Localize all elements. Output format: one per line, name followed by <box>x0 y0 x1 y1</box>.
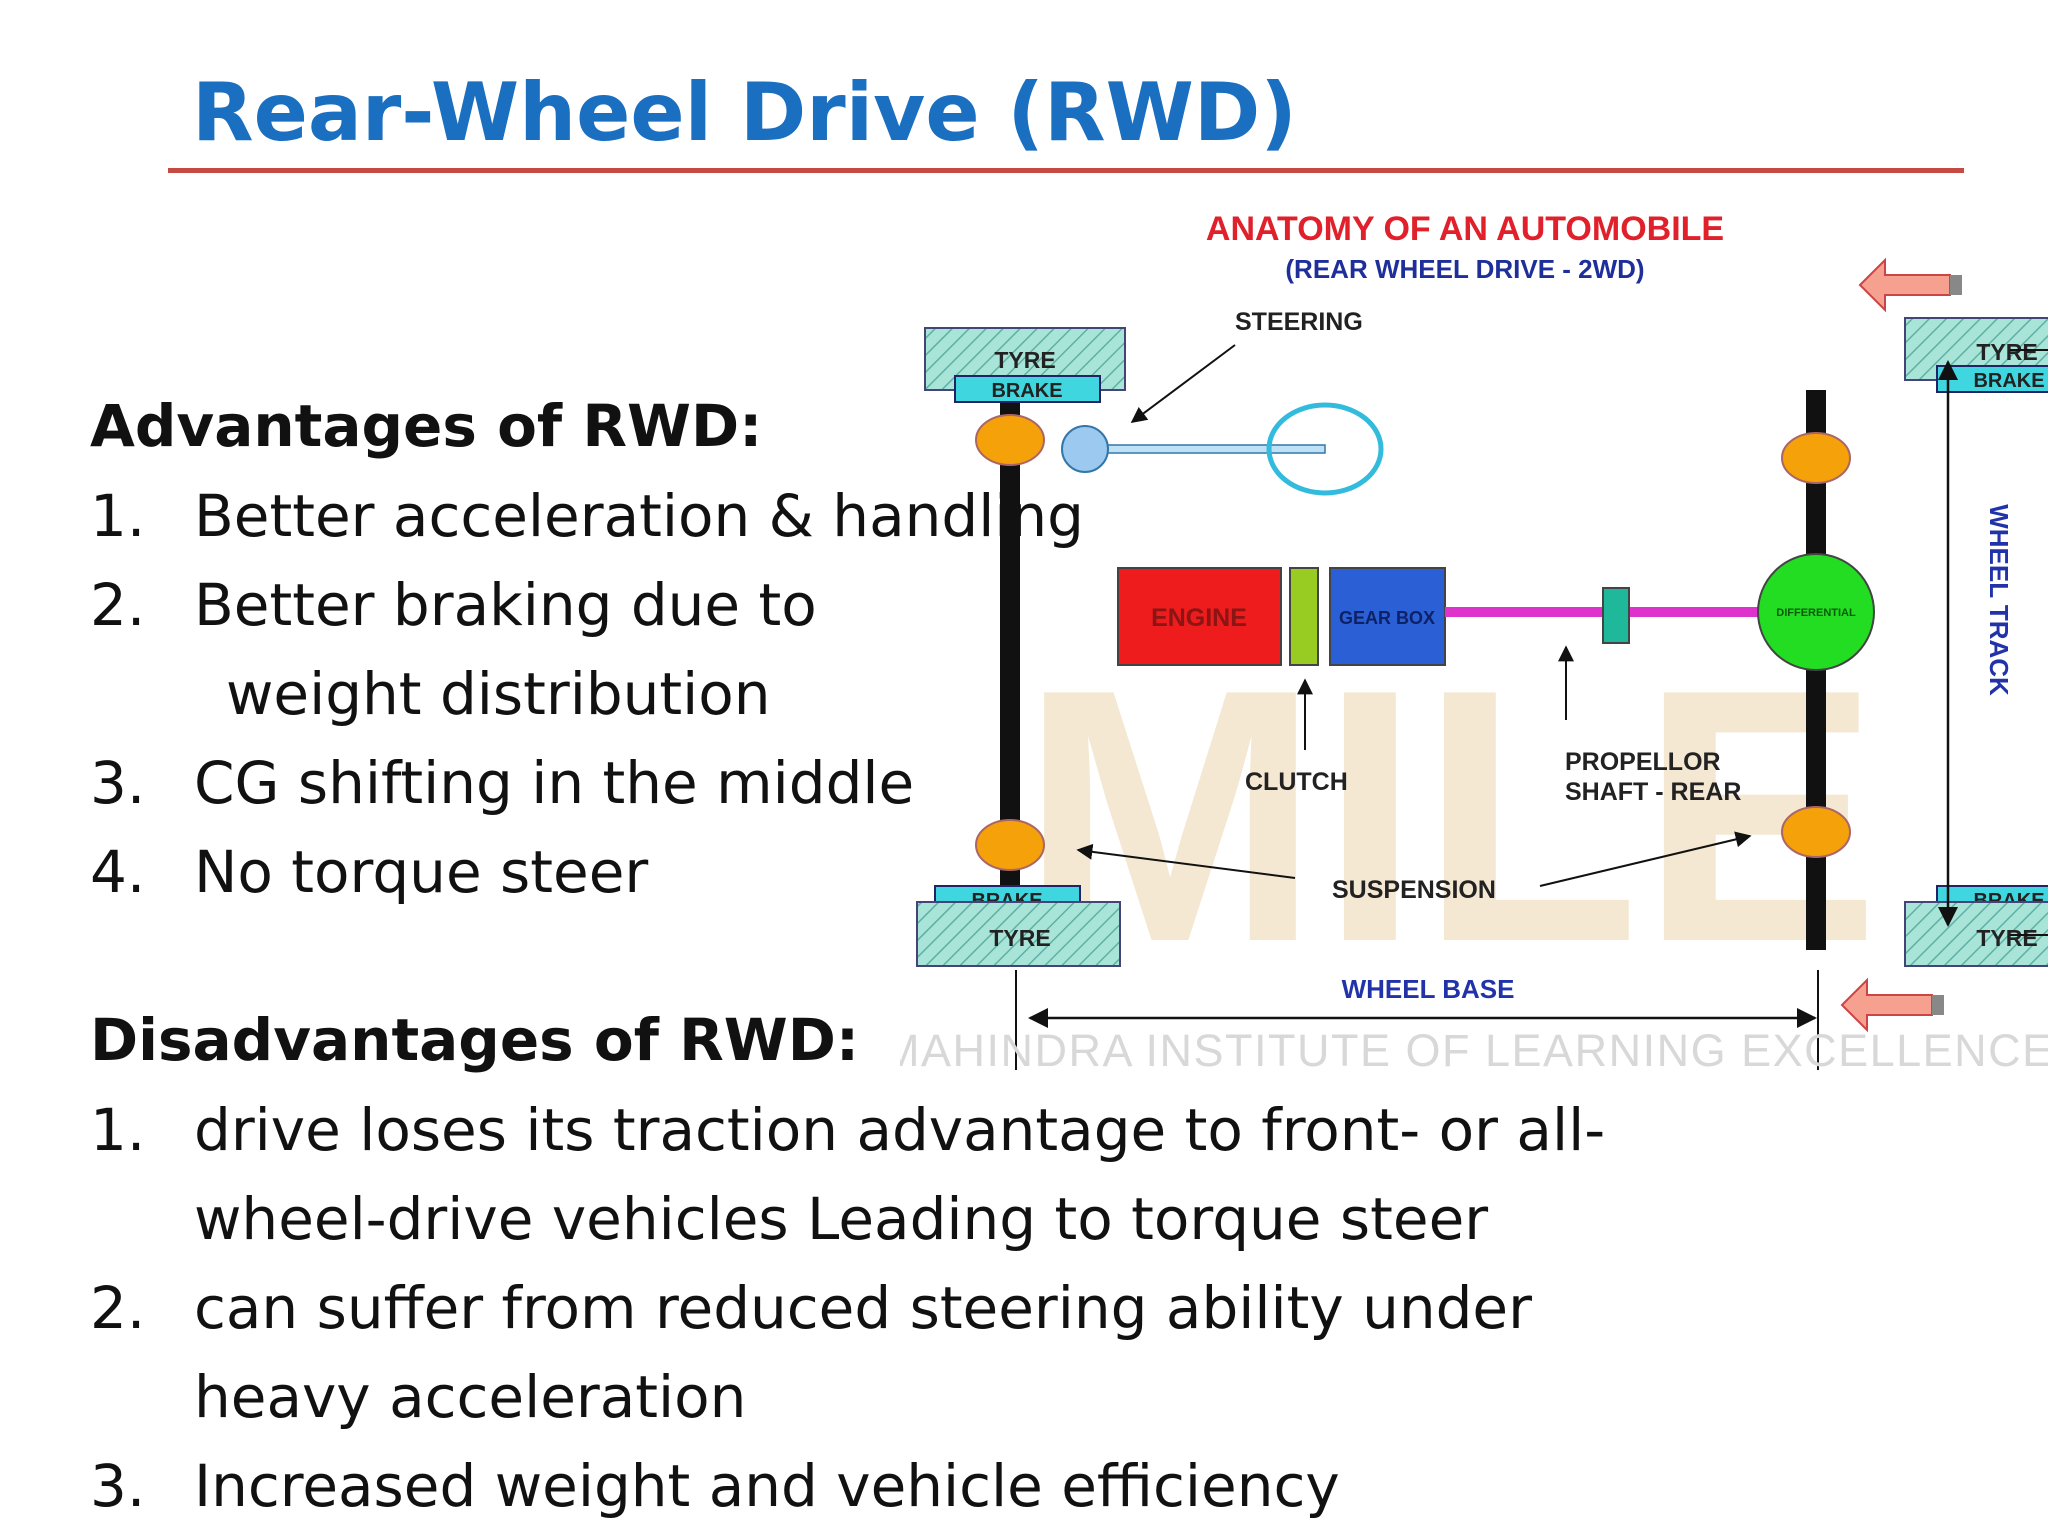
list-item: 1. Better acceleration & handling <box>90 472 1084 561</box>
clutch-block <box>1289 567 1319 666</box>
watermark-text: MAHINDRA INSTITUTE OF LEARNING EXCELLENC… <box>900 1025 2048 1076</box>
gearbox-block <box>1329 567 1446 666</box>
differential-unit <box>1757 553 1875 671</box>
direction-arrow-bottom-icon <box>1840 977 1944 1033</box>
item-text: Better braking due to <box>194 571 817 639</box>
differential-label: DIFFERENTIAL <box>1776 607 1856 619</box>
advantages-list: 1. Better acceleration & handling 2. Bette… <box>90 472 1084 917</box>
list-item: 2. Better braking due to weight distributi… <box>90 561 1084 739</box>
wheel-base-label: WHEEL BASE <box>1342 974 1515 1004</box>
rwd-anatomy-diagram: MILE ANATOMY OF AN AUTOMOBILE (REAR WHEE… <box>900 210 2048 1076</box>
tyre-label: TYRE <box>1976 925 2037 951</box>
brake-front-left <box>954 375 1101 403</box>
wheel-track-label: WHEEL TRACK <box>1984 504 2014 696</box>
suspension-front-bottom <box>975 819 1045 871</box>
item-text: Better acceleration & handling <box>194 482 1084 550</box>
tyre-label: TYRE <box>1976 339 2037 365</box>
item-number: 3. <box>90 1452 146 1520</box>
item-text: Increased weight and vehicle efficiency <box>194 1452 1340 1520</box>
tyre-label: TYRE <box>994 347 1055 373</box>
steering-wheel <box>1266 402 1384 496</box>
suspension-label: SUSPENSION <box>1332 876 1496 904</box>
suspension-front-top <box>975 414 1045 466</box>
engine-label: ENGINE <box>1151 604 1247 632</box>
item-text: No torque steer <box>194 838 649 906</box>
item-number: 4. <box>90 838 146 906</box>
tyre-label: TYRE <box>989 925 1050 951</box>
tyre-front-right <box>916 901 1121 967</box>
item-text: can suffer from reduced steering ability… <box>194 1274 1532 1342</box>
brake-label: BRAKE <box>991 380 1062 402</box>
suspension-pointer-right <box>1539 831 1752 887</box>
list-item: 2. can suffer from reduced steering abili… <box>90 1264 1605 1442</box>
direction-arrow-top-icon <box>1858 257 1962 313</box>
engine-block <box>1117 567 1282 666</box>
advantages-heading: Advantages of RWD: <box>90 392 763 460</box>
item-text-continued: weight distribution <box>226 660 771 728</box>
universal-joint <box>1602 587 1630 644</box>
steering-pointer <box>1130 344 1236 423</box>
item-number: 2. <box>90 571 146 639</box>
disadvantages-list: 1. drive loses its traction advantage to … <box>90 1086 1605 1531</box>
propellor-label-line2: SHAFT - REAR <box>1565 778 1741 806</box>
item-number: 2. <box>90 1274 146 1342</box>
background-logo: MILE <box>1020 615 1880 1017</box>
steering-column <box>1094 444 1326 454</box>
item-number: 3. <box>90 749 146 817</box>
brake-label: BRAKE <box>1973 370 2044 392</box>
list-item: 1. drive loses its traction advantage to … <box>90 1086 1605 1264</box>
item-number: 1. <box>90 482 146 550</box>
item-text-continued: wheel-drive vehicles Leading to torque s… <box>194 1185 1489 1253</box>
suspension-pointer-left <box>1076 843 1296 879</box>
diagram-subtitle: (REAR WHEEL DRIVE - 2WD) <box>1285 254 1644 284</box>
item-text: CG shifting in the middle <box>194 749 915 817</box>
title-rule <box>168 168 1964 173</box>
steering-box <box>1061 425 1109 473</box>
list-item: 3. CG shifting in the middle <box>90 739 1084 828</box>
disadvantages-heading: Disadvantages of RWD: <box>90 1006 860 1074</box>
item-text-continued: heavy acceleration <box>194 1363 747 1431</box>
diagram-title: ANATOMY OF AN AUTOMOBILE <box>1206 210 1724 248</box>
front-axle <box>1000 390 1020 950</box>
gearbox-label: GEAR BOX <box>1339 608 1435 628</box>
suspension-rear-top <box>1781 432 1851 484</box>
list-item: 4. No torque steer <box>90 828 1084 917</box>
slide-title: Rear-Wheel Drive (RWD) <box>192 66 1297 159</box>
item-text: drive loses its traction advantage to fr… <box>194 1096 1606 1164</box>
suspension-rear-bottom <box>1781 806 1851 858</box>
propellor-label-line1: PROPELLOR <box>1565 748 1721 776</box>
clutch-label: CLUTCH <box>1245 768 1348 796</box>
list-item: 3. Increased weight and vehicle efficienc… <box>90 1442 1605 1531</box>
steering-label: STEERING <box>1235 308 1363 336</box>
item-number: 1. <box>90 1096 146 1164</box>
